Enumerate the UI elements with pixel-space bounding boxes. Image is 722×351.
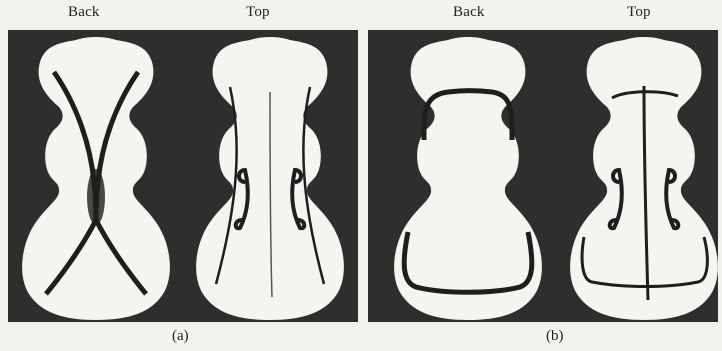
panel-b-top-label: Top (627, 4, 651, 21)
panel-a-back-plate (22, 37, 170, 320)
panel-a-photo (8, 30, 358, 322)
panel-b-back-plate (394, 37, 542, 320)
panel-b-top-plate (570, 37, 718, 320)
panel-b-photo (368, 30, 718, 322)
panel-b-back-label: Back (453, 4, 485, 21)
panel-a-caption: (a) (172, 328, 189, 345)
panel-b-caption: (b) (546, 328, 564, 345)
panel-a-top-plate (196, 37, 344, 320)
panel-a-top-label: Top (246, 4, 270, 21)
panel-a-back-label: Back (68, 4, 100, 21)
